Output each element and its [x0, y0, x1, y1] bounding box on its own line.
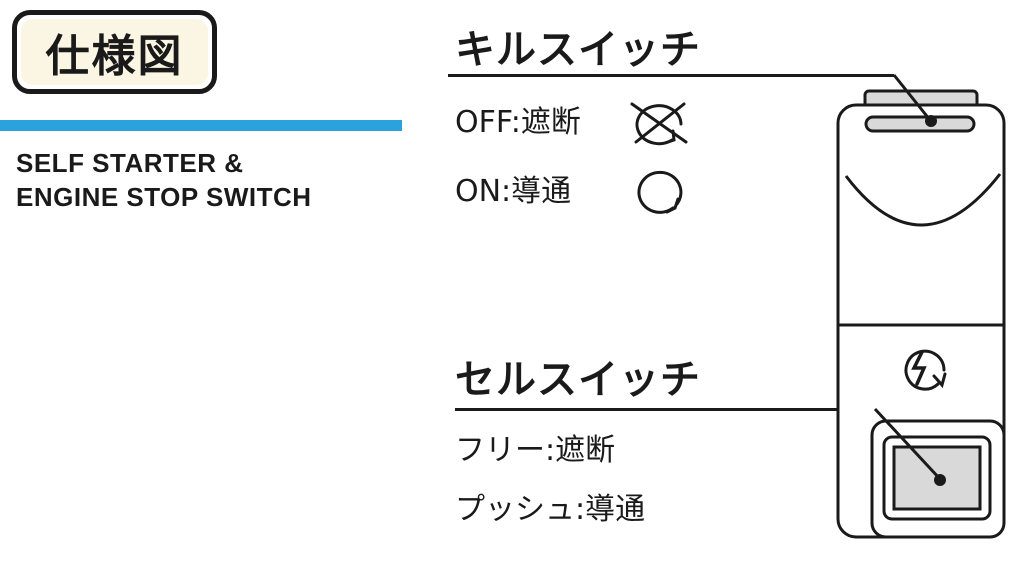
subtitle-line-2: ENGINE STOP SWITCH: [16, 182, 312, 212]
rotation-icon: [637, 170, 683, 214]
starter-switch-underline: [455, 408, 875, 411]
title-badge-label: 仕様図: [21, 19, 208, 85]
kill-switch-underline: [448, 74, 894, 77]
leader-lines: [873, 74, 942, 481]
starter-switch-title: セルスイッチ: [455, 357, 701, 403]
subtitle-line-1: SELF STARTER &: [16, 148, 244, 178]
accent-bar: [0, 120, 402, 131]
kill-switch-off-label: OFF:遮断: [455, 105, 581, 140]
product-subtitle: SELF STARTER & ENGINE STOP SWITCH: [16, 146, 312, 214]
kill-switch-title: キルスイッチ: [455, 27, 701, 73]
starter-lightning-icon: [904, 349, 947, 391]
starter-switch-free-label: フリー:遮断: [455, 433, 616, 468]
crossed-rotation-icon: [630, 102, 688, 146]
starter-switch-pointer-dot: [934, 474, 946, 486]
starter-switch-push-label: プッシュ:導通: [455, 492, 646, 527]
kill-switch-pointer-dot: [925, 115, 937, 127]
title-badge: 仕様図: [12, 10, 217, 94]
kill-switch-on-label: ON:導通: [455, 174, 572, 209]
